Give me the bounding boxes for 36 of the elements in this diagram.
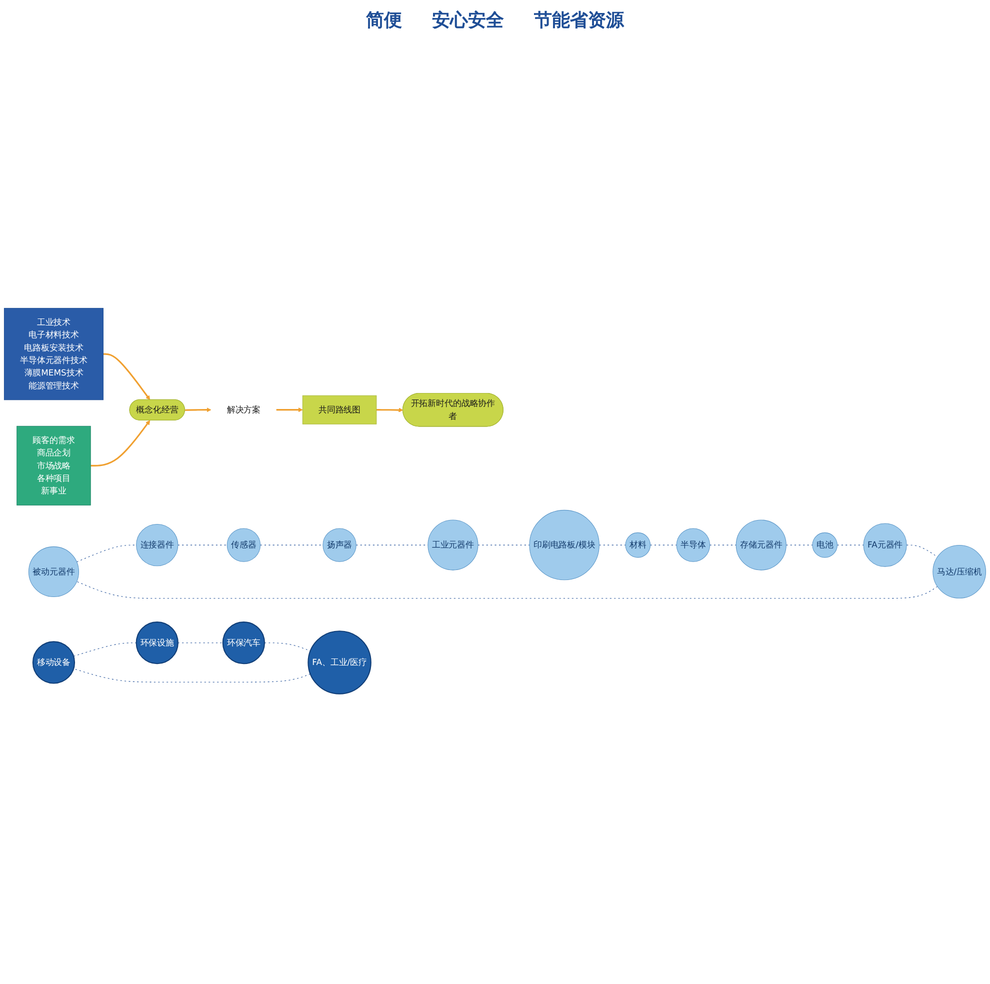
node-circle: 环保设施 bbox=[136, 622, 178, 664]
node-circle: 移动设备 bbox=[32, 641, 76, 684]
connector bbox=[598, 544, 626, 546]
node-circle: 材料 bbox=[625, 532, 651, 558]
arrow bbox=[90, 420, 150, 466]
node-circle: 连接器件 bbox=[136, 524, 178, 566]
connector bbox=[76, 581, 938, 599]
node-box: 顾客的需求 商品企划 市场战略 各种项目 新事业 bbox=[16, 426, 91, 506]
node-circle: FA、工业/医疗 bbox=[308, 630, 372, 694]
arrow bbox=[376, 408, 404, 412]
node-circle: 印刷电路板/模块 bbox=[529, 510, 600, 580]
node-circle: FA元器件 bbox=[863, 523, 907, 567]
arrow bbox=[103, 353, 150, 400]
note-text: 简便 bbox=[366, 9, 402, 32]
node-circle: 扬声器 bbox=[322, 528, 356, 562]
node-circle: 环保汽车 bbox=[222, 622, 266, 664]
connector bbox=[478, 544, 530, 546]
node-box: 工业技术 电子材料技术 电路板安装技术 半导体元器件技术 薄膜MEMS技术 能源管理技术 bbox=[4, 308, 104, 400]
note-text: 节能省资源 bbox=[534, 9, 624, 32]
connector bbox=[178, 642, 224, 644]
connector bbox=[906, 544, 938, 558]
node-circle: 电池 bbox=[812, 532, 838, 558]
connector bbox=[836, 544, 864, 546]
node-circle: 工业元器件 bbox=[428, 520, 478, 570]
note-text: 安心安全 bbox=[432, 9, 504, 32]
node-box: 共同路线图 bbox=[302, 395, 377, 424]
connector bbox=[786, 544, 813, 546]
node-text: 解决方案 bbox=[226, 404, 261, 415]
node-circle: 半导体 bbox=[676, 528, 710, 562]
arrow bbox=[184, 408, 212, 412]
node-circle: 存储元器件 bbox=[736, 520, 786, 570]
node-circle: 马达/压缩机 bbox=[932, 544, 986, 598]
arrow bbox=[276, 408, 303, 412]
node-circle: 传感器 bbox=[226, 528, 261, 562]
connector bbox=[178, 544, 228, 546]
node-circle: 被动元器件 bbox=[28, 546, 79, 597]
